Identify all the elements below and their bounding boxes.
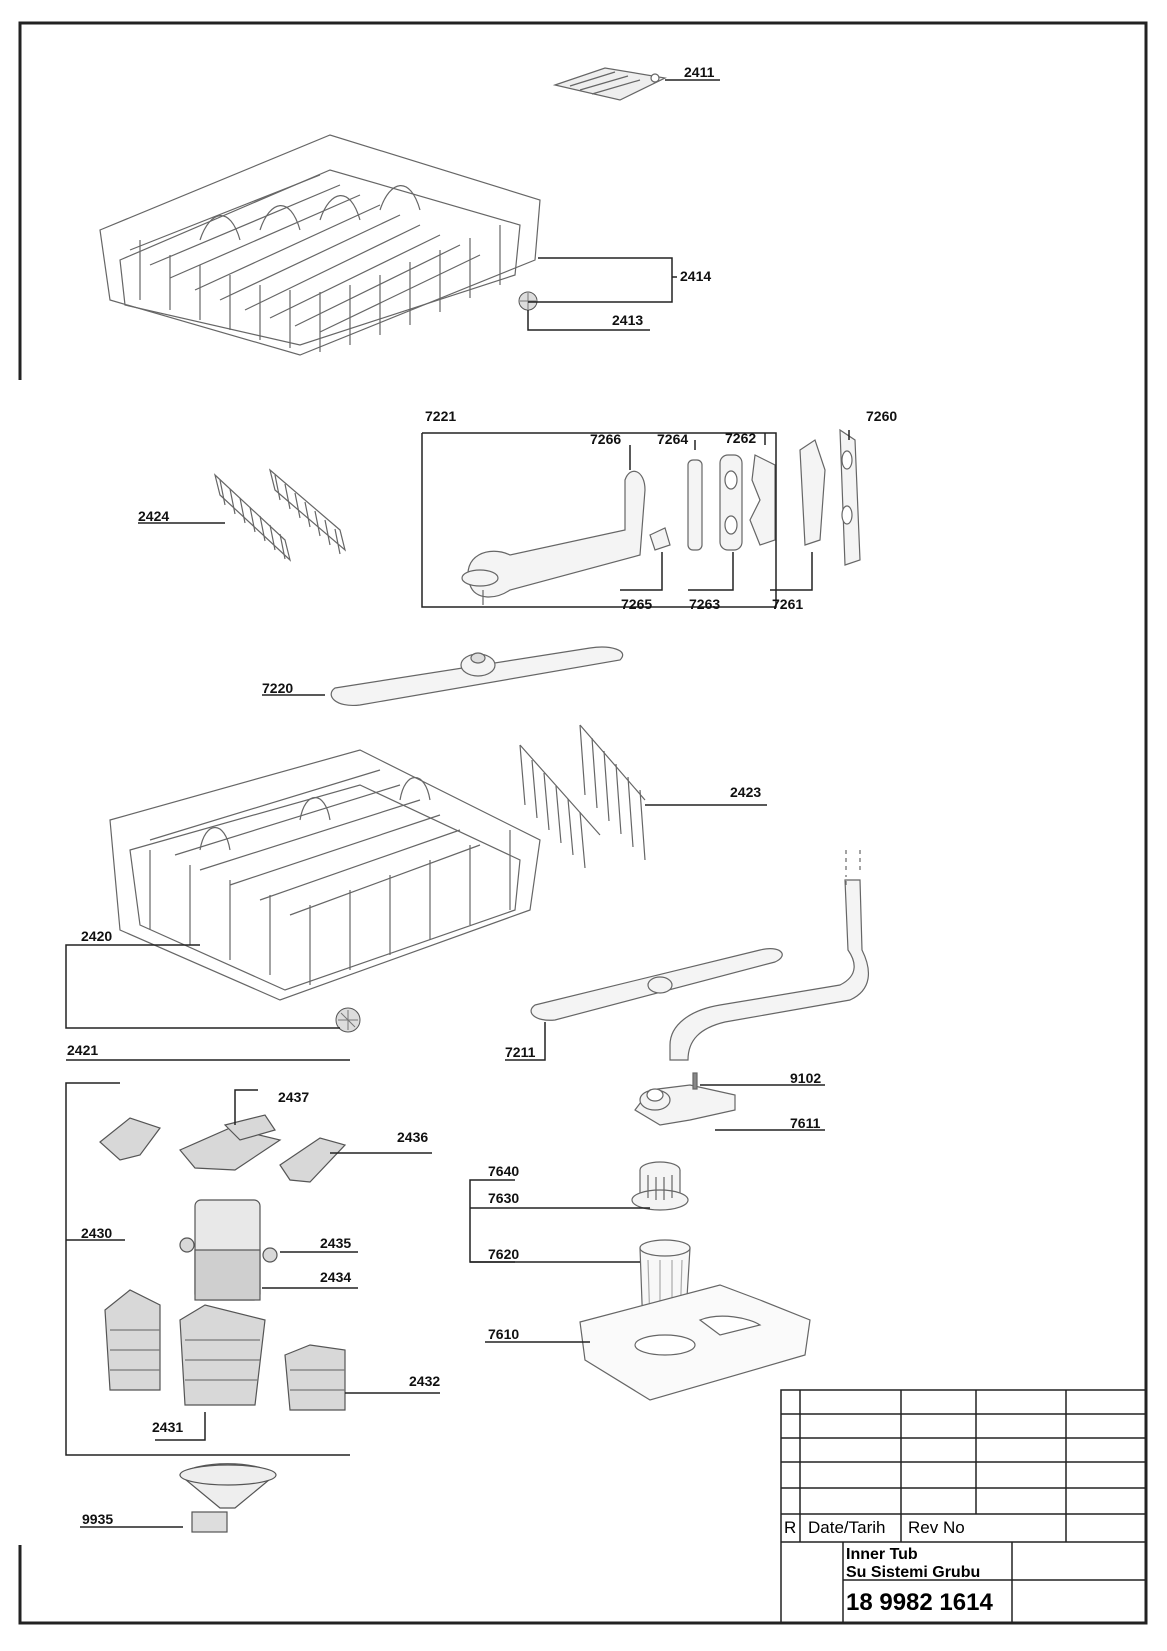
spray-arm-7220-illustration: [330, 646, 624, 707]
label-2432: 2432: [409, 1373, 440, 1389]
label-2421: 2421: [67, 1042, 98, 1058]
upper-basket-illustration: [99, 134, 541, 356]
label-7211: 7211: [505, 1044, 536, 1060]
funnel-9935-illustration: [179, 1463, 277, 1533]
lower-basket-illustration: [109, 749, 541, 1001]
label-2414: 2414: [680, 268, 711, 284]
label-7630: 7630: [488, 1190, 519, 1206]
label-7260: 7260: [866, 408, 897, 424]
part-labels: 2411 2414 2413 7221 7266 7264 7262 7260 …: [67, 64, 897, 1527]
label-7220: 7220: [262, 680, 293, 696]
wheel-2421-illustration: [335, 1007, 361, 1033]
label-7266: 7266: [590, 431, 621, 447]
label-2430: 2430: [81, 1225, 112, 1241]
drawing-title-line1: Inner Tub: [846, 1546, 918, 1563]
label-7261: 7261: [772, 596, 803, 612]
hub-7611-illustration: [634, 1072, 736, 1126]
label-7620: 7620: [488, 1246, 519, 1262]
leader-lines: [65, 79, 850, 1528]
label-2435: 2435: [320, 1235, 351, 1251]
label-7264: 7264: [657, 431, 688, 447]
label-2436: 2436: [397, 1129, 428, 1145]
filter-plate-7610-illustration: [579, 1284, 811, 1401]
label-7221: 7221: [425, 408, 456, 424]
label-7640: 7640: [488, 1163, 519, 1179]
drawing-title-line2: Su Sistemi Grubu: [846, 1564, 981, 1581]
label-2431: 2431: [152, 1419, 183, 1435]
part-2423-illustration: [519, 724, 646, 869]
title-block-grid: [780, 1389, 1147, 1624]
wheel-2413-illustration: [518, 291, 538, 311]
label-2434: 2434: [320, 1269, 351, 1285]
label-2411: 2411: [684, 64, 715, 80]
part-2411-illustration: [552, 67, 667, 101]
drawing-part-number: 18 9982 1614: [846, 1589, 993, 1616]
spray-arm-7211-illustration: [530, 850, 869, 1061]
label-9102: 9102: [790, 1070, 821, 1086]
label-2437: 2437: [278, 1089, 309, 1105]
label-2420: 2420: [81, 928, 112, 944]
label-7262: 7262: [725, 430, 756, 446]
label-7611: 7611: [790, 1115, 821, 1131]
rev-column-revno: Rev No: [908, 1518, 965, 1537]
drawing-frame: [18, 21, 1148, 1625]
label-2423: 2423: [730, 784, 761, 800]
label-7263: 7263: [689, 596, 720, 612]
label-2424: 2424: [138, 508, 169, 524]
part-2424-illustration: [213, 468, 347, 562]
filter-7630-illustration: [631, 1161, 689, 1211]
label-9935: 9935: [82, 1511, 113, 1527]
label-2413: 2413: [612, 312, 643, 328]
label-7610: 7610: [488, 1326, 519, 1342]
spray-arm-7221-illustration: [461, 428, 861, 605]
rev-column-date: Date/Tarih: [808, 1518, 886, 1537]
label-7265: 7265: [621, 596, 652, 612]
cutlery-basket-illustration: [99, 1114, 347, 1411]
rev-column-r: R: [784, 1518, 797, 1537]
